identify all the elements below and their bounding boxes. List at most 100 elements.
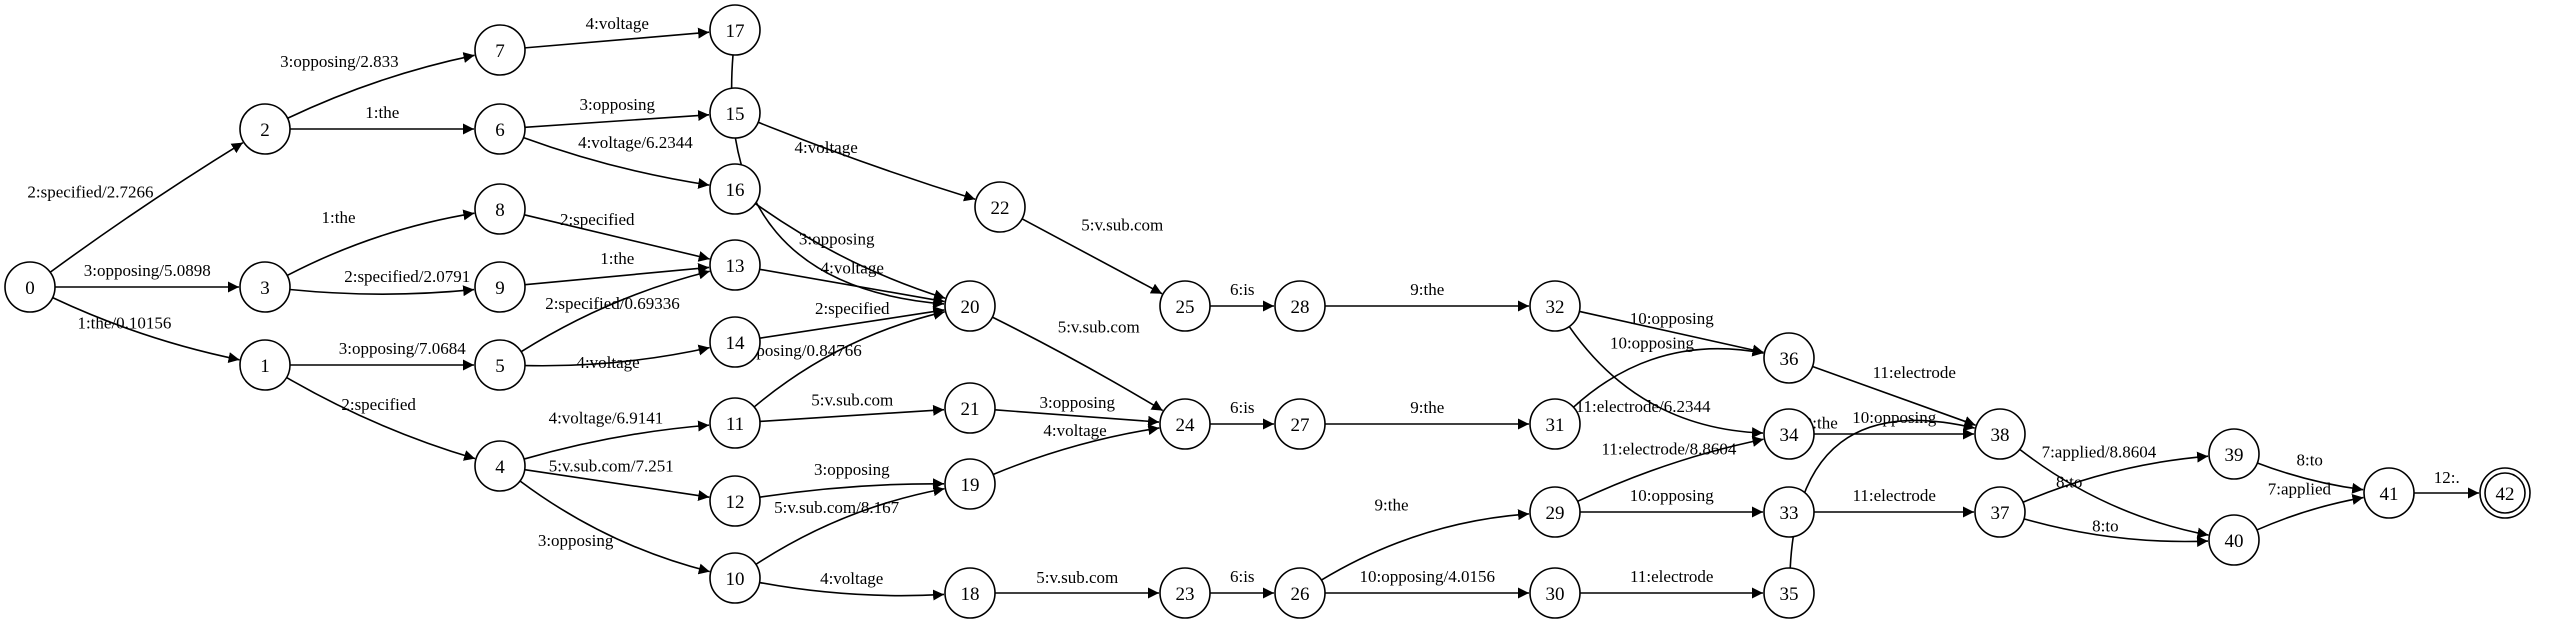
state-label-26: 26 — [1291, 584, 1310, 605]
state-node-34: 34 — [1763, 408, 1815, 460]
state-node-8: 8 — [474, 183, 526, 235]
state-label-23: 23 — [1176, 584, 1195, 605]
state-circle — [474, 103, 526, 155]
state-label-38: 38 — [1991, 425, 2010, 446]
edge-36-to-38 — [1812, 365, 1976, 427]
state-node-26: 26 — [1274, 567, 1326, 619]
edge-label-33-to-37: 11:electrode — [1853, 486, 1936, 505]
edge-6-to-16 — [523, 136, 710, 189]
edge-label-20-to-24: 5:v.sub.com — [1058, 317, 1140, 336]
state-circle — [474, 440, 526, 492]
edge-37-to-39 — [2022, 451, 2209, 503]
edge-label-37-to-40: 8:to — [2092, 516, 2118, 535]
state-node-11: 11 — [709, 397, 761, 449]
edge-label-36-to-38: 11:electrode — [1873, 363, 1956, 382]
state-node-0: 0 — [4, 261, 56, 313]
edge-label-37-to-39: 7:applied/8.8604 — [2042, 443, 2157, 462]
state-label-2: 2 — [260, 120, 270, 141]
edge-label-32-to-36: 10:opposing — [1630, 309, 1715, 328]
edge-21-to-24 — [994, 409, 1160, 427]
state-circle — [1274, 567, 1326, 619]
edge-3-to-8 — [286, 209, 475, 277]
edge-0-to-2 — [49, 141, 244, 273]
edge-label-1-to-5: 3:opposing/7.0684 — [339, 339, 467, 358]
state-circle — [1763, 408, 1815, 460]
state-circle — [709, 397, 761, 449]
state-node-38: 38 — [1974, 408, 2026, 460]
state-node-32: 32 — [1529, 280, 1581, 332]
edge-31-to-36 — [1572, 345, 1764, 408]
state-circle — [1159, 280, 1211, 332]
state-label-1: 1 — [260, 356, 270, 377]
edge-4-to-10 — [519, 480, 710, 575]
state-node-16: 16 — [709, 163, 761, 215]
state-node-9: 9 — [474, 261, 526, 313]
state-node-22: 22 — [974, 181, 1026, 233]
edge-label-0-to-1: 1:the/0.10156 — [77, 313, 171, 332]
state-node-36: 36 — [1763, 332, 1815, 384]
edge-label-22-to-25: 5:v.sub.com — [1081, 215, 1163, 234]
edge-label-25-to-28: 6:is — [1230, 280, 1255, 299]
edge-39-to-41 — [2257, 462, 2364, 494]
edge-label-10-to-19: 5:v.sub.com/8.167 — [774, 498, 899, 517]
edge-label-31-to-36: 10:opposing — [1610, 333, 1695, 352]
state-circle — [1159, 567, 1211, 619]
edge-37-to-40 — [2023, 518, 2209, 547]
edge-32-to-36 — [1579, 310, 1764, 356]
state-label-40: 40 — [2225, 531, 2244, 552]
edge-label-8-to-13: 2:specified — [560, 210, 635, 229]
state-node-25: 25 — [1159, 280, 1211, 332]
edge-label-0-to-2: 2:specified/2.7266 — [27, 182, 153, 201]
edge-label-2-to-7: 3:opposing/2.833 — [280, 52, 399, 71]
edge-label-23-to-26: 6:is — [1230, 567, 1255, 586]
edge-label-10-to-18: 4:voltage — [820, 569, 883, 588]
state-node-33: 33 — [1763, 486, 1815, 538]
state-circle — [709, 316, 761, 368]
state-circle — [944, 567, 996, 619]
edge-0-to-1 — [52, 296, 240, 363]
state-label-25: 25 — [1176, 297, 1195, 318]
state-node-30: 30 — [1529, 567, 1581, 619]
state-circle — [1529, 567, 1581, 619]
state-circle — [474, 339, 526, 391]
state-circle — [2208, 428, 2260, 480]
edge-label-13-to-20: 4:voltage — [821, 258, 884, 277]
state-node-31: 31 — [1529, 398, 1581, 450]
state-label-22: 22 — [991, 198, 1010, 219]
state-label-27: 27 — [1291, 415, 1310, 436]
edge-40-to-41 — [2256, 494, 2364, 531]
edge-5-to-14 — [524, 344, 710, 367]
state-label-8: 8 — [495, 200, 505, 221]
edge-label-26-to-30: 10:opposing/4.0156 — [1359, 567, 1495, 586]
edge-22-to-25 — [1021, 218, 1163, 295]
state-node-39: 39 — [2208, 428, 2260, 480]
state-circle — [474, 183, 526, 235]
state-label-30: 30 — [1546, 584, 1565, 605]
state-label-19: 19 — [961, 475, 980, 496]
state-circle — [239, 261, 291, 313]
state-node-3: 3 — [239, 261, 291, 313]
state-label-34: 34 — [1780, 425, 1800, 446]
state-node-1: 1 — [239, 339, 291, 391]
edge-label-11-to-21: 5:v.sub.com — [811, 391, 893, 410]
edge-3-to-9 — [289, 285, 475, 297]
state-label-41: 41 — [2380, 484, 2399, 505]
edge-label-26-to-29: 9:the — [1375, 495, 1409, 514]
state-circle — [474, 24, 526, 76]
state-label-15: 15 — [726, 104, 745, 125]
edge-label-12-to-19: 3:opposing — [814, 460, 890, 479]
edge-label-30-to-35: 11:electrode — [1630, 567, 1713, 586]
state-label-36: 36 — [1780, 349, 1799, 370]
edge-label-6-to-15: 3:opposing — [579, 95, 655, 114]
state-circle — [1274, 398, 1326, 450]
state-label-16: 16 — [726, 180, 745, 201]
edge-label-1-to-4: 2:specified — [341, 395, 416, 414]
nodes: 0123456789101112131415161718192021222324… — [4, 4, 2531, 619]
state-circle — [944, 458, 996, 510]
state-node-24: 24 — [1159, 398, 1211, 450]
state-label-39: 39 — [2225, 445, 2244, 466]
state-label-3: 3 — [260, 278, 270, 299]
edge-11-to-21 — [759, 404, 945, 423]
edge-38-to-40 — [2019, 448, 2209, 539]
